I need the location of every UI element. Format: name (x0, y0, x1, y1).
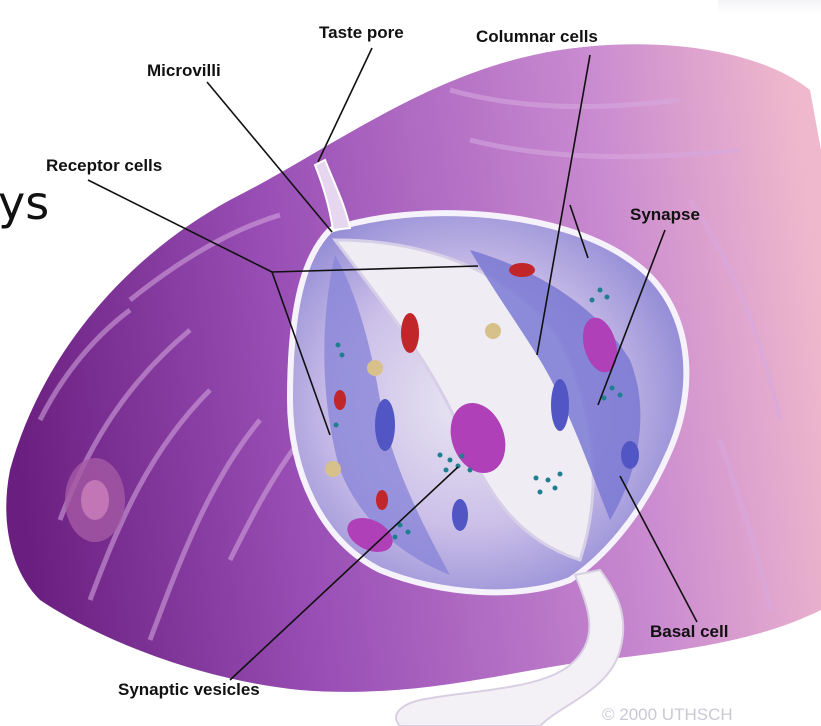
label-synapse: Synapse (630, 206, 700, 223)
label-columnar-cells: Columnar cells (476, 28, 598, 45)
basal-cell-inner (81, 480, 109, 520)
label-microvilli: Microvilli (147, 62, 221, 79)
label-taste-pore: Taste pore (319, 24, 404, 41)
slide-title-fragment: ys (0, 180, 49, 226)
copyright-notice: © 2000 UTHSCH (602, 706, 733, 723)
label-synaptic-vesicles: Synaptic vesicles (118, 681, 260, 698)
label-basal-cell: Basal cell (650, 623, 728, 640)
label-receptor-cells: Receptor cells (46, 157, 162, 174)
